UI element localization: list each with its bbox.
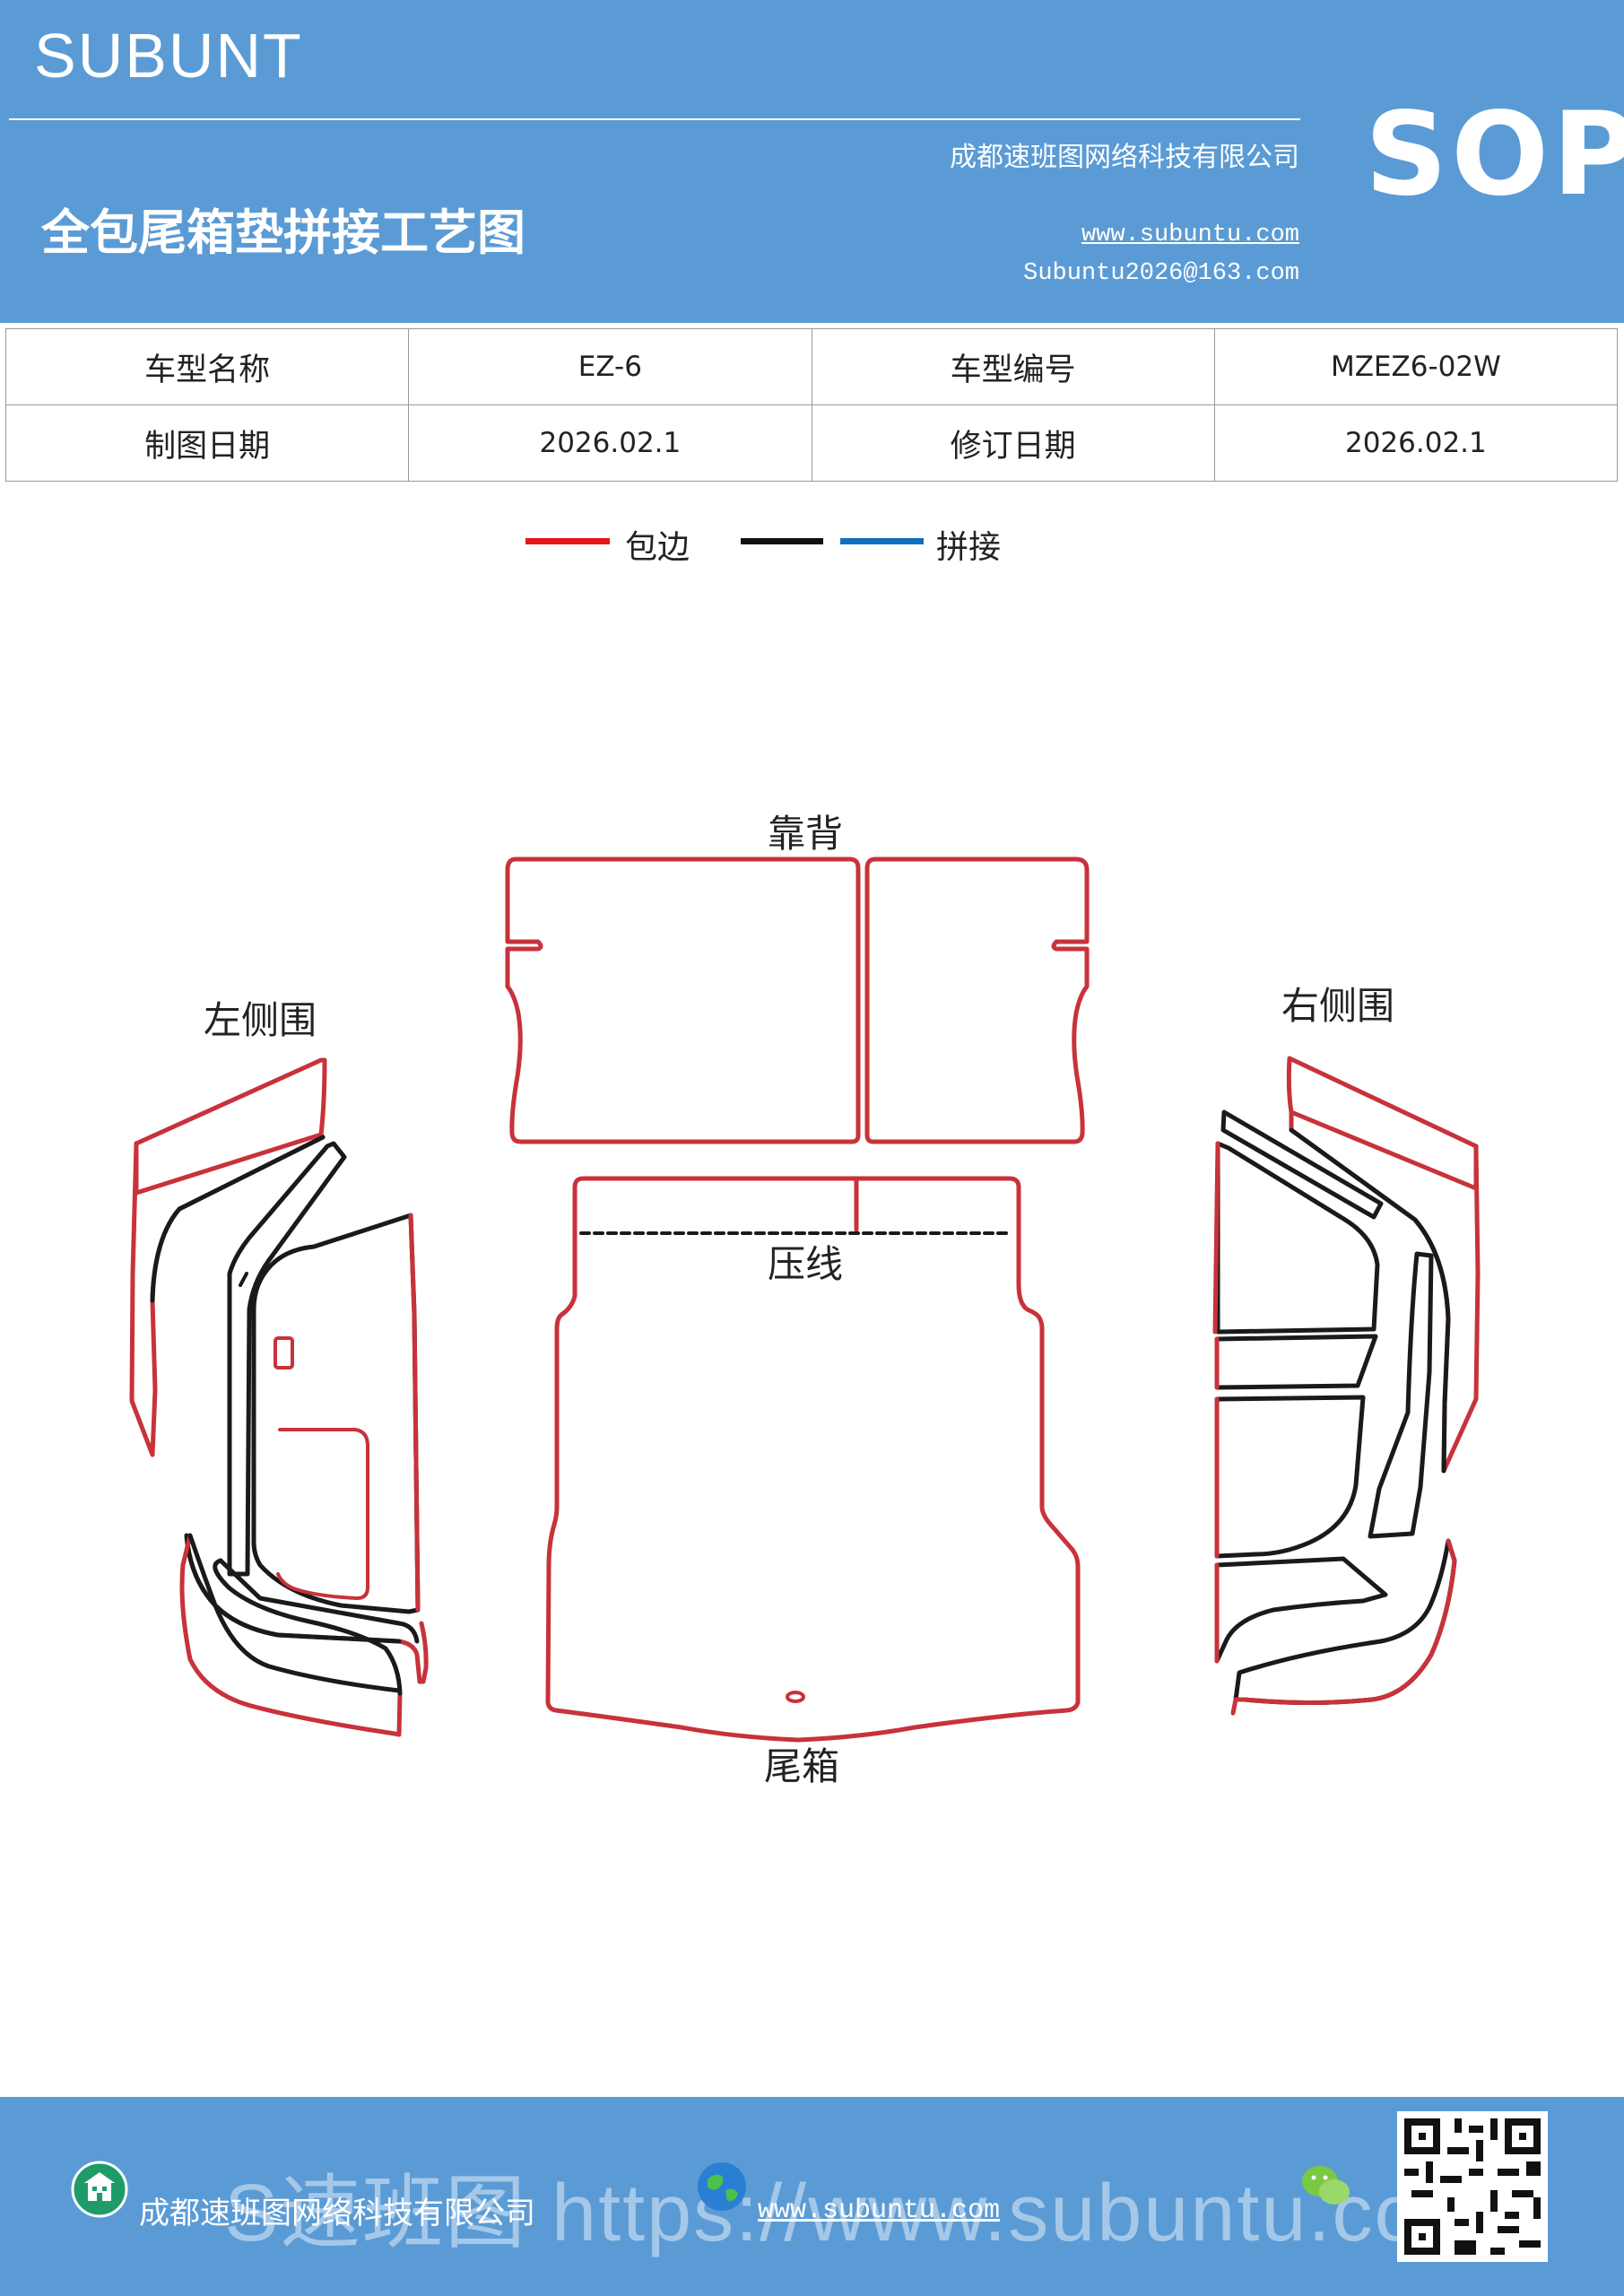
header-divider [9, 118, 1300, 120]
black-line-swatch [741, 538, 823, 544]
backrest-right-panel [864, 857, 1090, 1144]
table-row: 车型名称 EZ-6 车型编号 MZEZ6-02W [4, 328, 1619, 405]
trunk-mat-diagram: 靠背 左侧围 右侧围 压线 尾箱 [129, 812, 1481, 1788]
revision-date-value: 2026.02.1 [1213, 404, 1619, 482]
trunk-floor-panel [545, 1176, 1081, 1743]
footer-banner: S速班图 https://www.subuntu.com 成都速班图网络科技有限… [0, 2097, 1624, 2296]
vehicle-name-label: 车型名称 [4, 328, 410, 405]
draw-date-value: 2026.02.1 [408, 404, 812, 482]
draw-date-label: 制图日期 [4, 404, 410, 482]
sop-badge: SOP [1365, 88, 1624, 222]
edge-legend-label: 包边 [625, 529, 690, 566]
crease-label: 压线 [768, 1242, 843, 1286]
building-icon [71, 2161, 128, 2218]
left-side-label: 左侧围 [204, 998, 317, 1042]
right-side-label: 右侧围 [1281, 984, 1394, 1028]
table-row: 制图日期 2026.02.1 修订日期 2026.02.1 [4, 404, 1619, 482]
wechat-icon [1302, 2166, 1350, 2205]
footer-watermark: S速班图 https://www.subuntu.com [224, 2169, 1490, 2258]
trunk-label: 尾箱 [764, 1744, 839, 1788]
vehicle-code-value: MZEZ6-02W [1213, 328, 1619, 405]
trunk-drain-hole [786, 1691, 805, 1703]
legend: 包边 拼接 [0, 520, 1624, 574]
blue-line-swatch [840, 538, 924, 544]
vehicle-name-value: EZ-6 [408, 328, 812, 405]
backrest-left-panel [505, 857, 861, 1144]
backrest-label: 靠背 [768, 812, 843, 856]
qr-code-icon [1397, 2111, 1548, 2262]
brand-name: SUBUNT [34, 21, 303, 91]
vehicle-info-table: 车型名称 EZ-6 车型编号 MZEZ6-02W 制图日期 2026.02.1 … [4, 328, 1619, 482]
footer-website-link[interactable]: www.subuntu.com [758, 2196, 1001, 2226]
document-title: 全包尾箱垫拼接工艺图 [41, 204, 525, 261]
footer-company-name: 成都速班图网络科技有限公司 [139, 2196, 535, 2231]
left-side-trim [129, 1057, 429, 1737]
edge-line-swatch [525, 538, 610, 544]
email-address: Subuntu2026@163.com [1023, 260, 1299, 287]
company-name: 成都速班图网络科技有限公司 [950, 142, 1299, 173]
globe-icon [698, 2162, 746, 2211]
right-side-trim [1212, 1056, 1481, 1716]
website-link[interactable]: www.subuntu.com [1081, 222, 1299, 248]
header-banner: SUBUNT 成都速班图网络科技有限公司 SOP 全包尾箱垫拼接工艺图 www.… [0, 0, 1624, 323]
splice-legend-label: 拼接 [936, 529, 1002, 566]
revision-date-label: 修订日期 [811, 404, 1215, 482]
vehicle-code-label: 车型编号 [811, 328, 1215, 405]
